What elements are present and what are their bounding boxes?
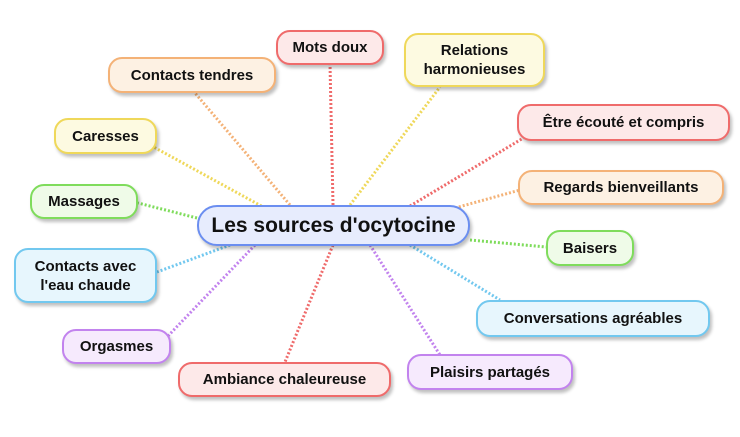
- link-contacts-tendres: [193, 92, 292, 206]
- node-contacts-tendres[interactable]: Contacts tendres: [108, 57, 276, 93]
- node-massages[interactable]: Massages: [30, 184, 138, 219]
- node-regards-bienveillants[interactable]: Regards bienveillants: [518, 170, 724, 205]
- link-baisers: [469, 238, 547, 249]
- node-contacts-eau-chaude[interactable]: Contacts avec l'eau chaude: [14, 248, 157, 303]
- link-regards: [454, 188, 521, 210]
- link-ecoute: [409, 126, 541, 208]
- link-relations: [348, 86, 442, 206]
- central-topic[interactable]: Les sources d'ocytocine: [197, 205, 470, 246]
- node-orgasmes[interactable]: Orgasmes: [62, 329, 171, 364]
- node-relations-harmonieuses[interactable]: Relations harmonieuses: [404, 33, 545, 87]
- link-eau: [156, 243, 231, 274]
- link-ambiance: [283, 244, 335, 363]
- node-etre-ecoute[interactable]: Être écouté et compris: [517, 104, 730, 141]
- link-plaisirs: [368, 244, 442, 356]
- link-conversations: [409, 243, 501, 302]
- link-massages: [137, 201, 198, 220]
- node-baisers[interactable]: Baisers: [546, 230, 634, 266]
- link-mots-doux: [328, 63, 335, 206]
- link-caresses: [149, 143, 266, 210]
- link-orgasmes: [166, 243, 257, 338]
- node-conversations-agreables[interactable]: Conversations agréables: [476, 300, 710, 337]
- node-plaisirs-partages[interactable]: Plaisirs partagés: [407, 354, 573, 390]
- node-ambiance-chaleureuse[interactable]: Ambiance chaleureuse: [178, 362, 391, 397]
- node-caresses[interactable]: Caresses: [54, 118, 157, 154]
- node-mots-doux[interactable]: Mots doux: [276, 30, 384, 65]
